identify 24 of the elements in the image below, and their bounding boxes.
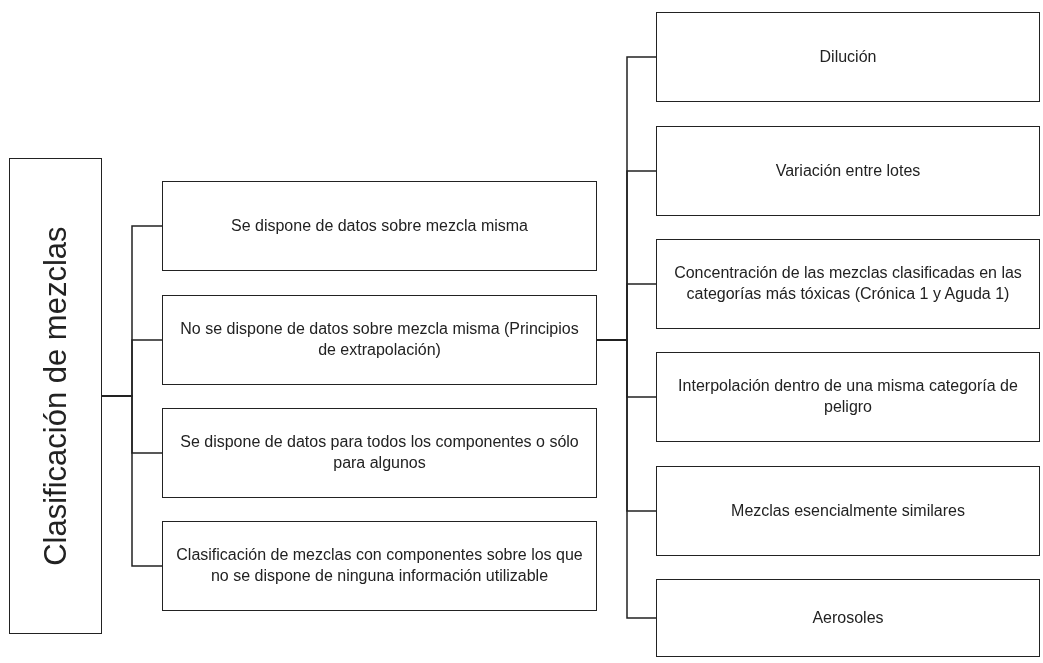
node-label: Clasificación de mezclas con componentes sobre los que no se dispone de ninguna información utilizable bbox=[175, 545, 584, 586]
node-label: Aerosoles bbox=[811, 607, 885, 628]
category-box bbox=[656, 579, 1040, 657]
category-box bbox=[656, 239, 1040, 329]
node-label: Mezclas esencialmente similares bbox=[730, 500, 966, 521]
category-box bbox=[162, 295, 597, 385]
node-label: No se dispone de datos sobre mezcla misma (Principios de extrapolación) bbox=[179, 319, 580, 360]
connector-line bbox=[596, 339, 657, 619]
node-label: Se dispone de datos sobre mezcla misma bbox=[229, 215, 529, 236]
root-box bbox=[9, 158, 102, 634]
category-box bbox=[656, 126, 1040, 216]
node-label: Concentración de las mezclas clasificadas en las categorías más tóxicas (Crónica 1 y Aguda 1) bbox=[673, 263, 1023, 304]
node-label: Se dispone de datos para todos los componentes o sólo para algunos bbox=[179, 432, 580, 473]
category-box bbox=[162, 521, 597, 611]
node-label: Dilución bbox=[818, 46, 878, 67]
connector-line bbox=[101, 395, 163, 567]
category-box bbox=[656, 466, 1040, 556]
node-label: Variación entre lotes bbox=[774, 160, 922, 181]
category-box bbox=[162, 181, 597, 271]
node-label: Interpolación dentro de una misma categoría de peligro bbox=[677, 376, 1019, 417]
category-box bbox=[656, 352, 1040, 442]
category-box bbox=[162, 408, 597, 498]
category-box bbox=[656, 12, 1040, 102]
root-title: Clasificación de mezclas bbox=[36, 226, 74, 566]
